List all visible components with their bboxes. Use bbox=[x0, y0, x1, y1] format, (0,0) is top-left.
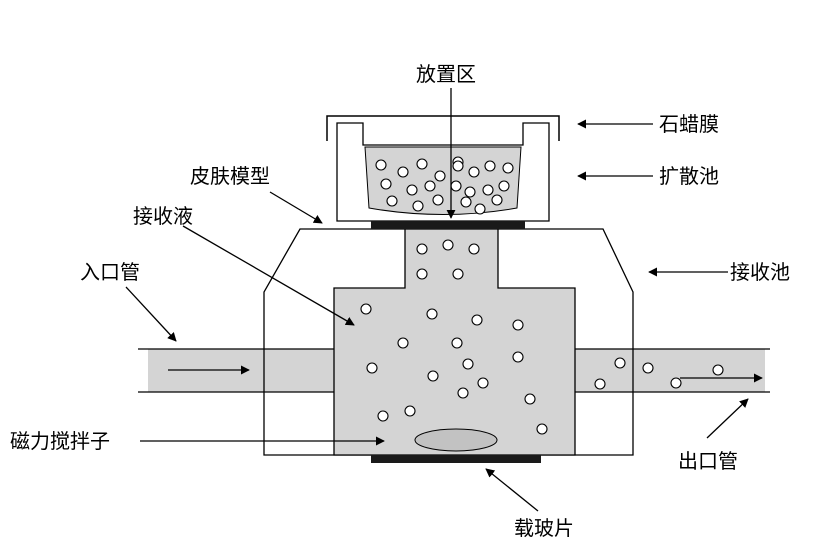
glass-slide bbox=[371, 455, 541, 463]
label-skin-model: 皮肤模型 bbox=[190, 164, 270, 188]
skin-model-membrane bbox=[371, 221, 525, 229]
glass-slide-arrow bbox=[485, 468, 539, 512]
label-placement-area: 放置区 bbox=[416, 62, 476, 86]
label-paraffin-film: 石蜡膜 bbox=[659, 112, 719, 136]
outlet-tube-arrow bbox=[706, 398, 749, 439]
label-receptor-cell: 接收池 bbox=[730, 260, 790, 284]
particles bbox=[360, 156, 724, 435]
receptor-cell-outline bbox=[263, 228, 634, 456]
magnetic-stirrer-bar bbox=[414, 428, 498, 452]
skin-model-arrow bbox=[269, 191, 323, 224]
inlet-tube-arrow bbox=[125, 286, 177, 342]
label-diffusion-cell: 扩散池 bbox=[659, 164, 719, 188]
paraffin-film bbox=[326, 115, 560, 141]
outlet-tube-fluid bbox=[575, 349, 765, 392]
label-inlet-tube: 入口管 bbox=[80, 260, 140, 284]
receptor-fluid-arrow bbox=[182, 225, 355, 326]
label-glass-slide: 载玻片 bbox=[514, 516, 574, 540]
label-receptor-fluid: 接收液 bbox=[133, 204, 193, 228]
label-outlet-tube: 出口管 bbox=[678, 449, 738, 473]
label-magnetic-stirrer: 磁力搅拌子 bbox=[10, 429, 110, 453]
